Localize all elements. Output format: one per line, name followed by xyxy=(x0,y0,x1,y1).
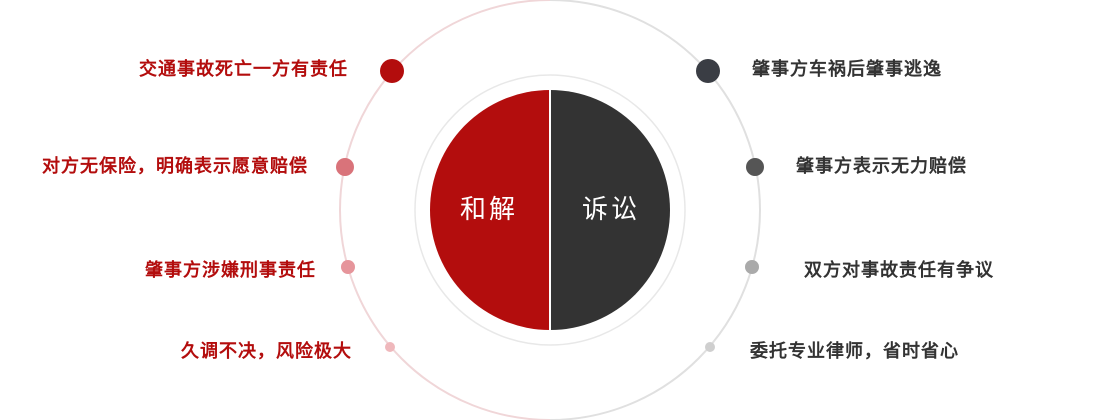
center-left-half xyxy=(430,90,550,330)
inner-ring xyxy=(414,74,686,346)
left-item-label: 肇事方涉嫌刑事责任 xyxy=(145,260,316,281)
left-item-dot xyxy=(336,158,354,176)
outer-ring-right-arc xyxy=(549,0,761,420)
outer-ring-left-arc xyxy=(339,0,551,420)
right-item-dot xyxy=(696,59,720,83)
right-item-dot xyxy=(745,260,759,274)
right-item-dot xyxy=(705,342,715,352)
left-item-label: 久调不决，风险极大 xyxy=(181,341,352,362)
left-item-label: 交通事故死亡一方有责任 xyxy=(139,59,348,80)
center-left-label: 和解 xyxy=(460,195,519,225)
left-item-label: 对方无保险，明确表示愿意赔偿 xyxy=(42,156,308,177)
right-item-label: 双方对事故责任有争议 xyxy=(804,260,994,281)
left-item-dot xyxy=(341,260,355,274)
right-item-dot xyxy=(746,158,764,176)
right-item-label: 肇事方车祸后肇事逃逸 xyxy=(752,59,942,80)
left-item-dot xyxy=(380,59,404,83)
right-item-label: 委托专业律师，省时省心 xyxy=(750,341,959,362)
right-item-label: 肇事方表示无力赔偿 xyxy=(796,156,967,177)
center-right-half xyxy=(550,90,670,330)
left-item-dot xyxy=(385,342,395,352)
center-right-label: 诉讼 xyxy=(582,195,641,225)
